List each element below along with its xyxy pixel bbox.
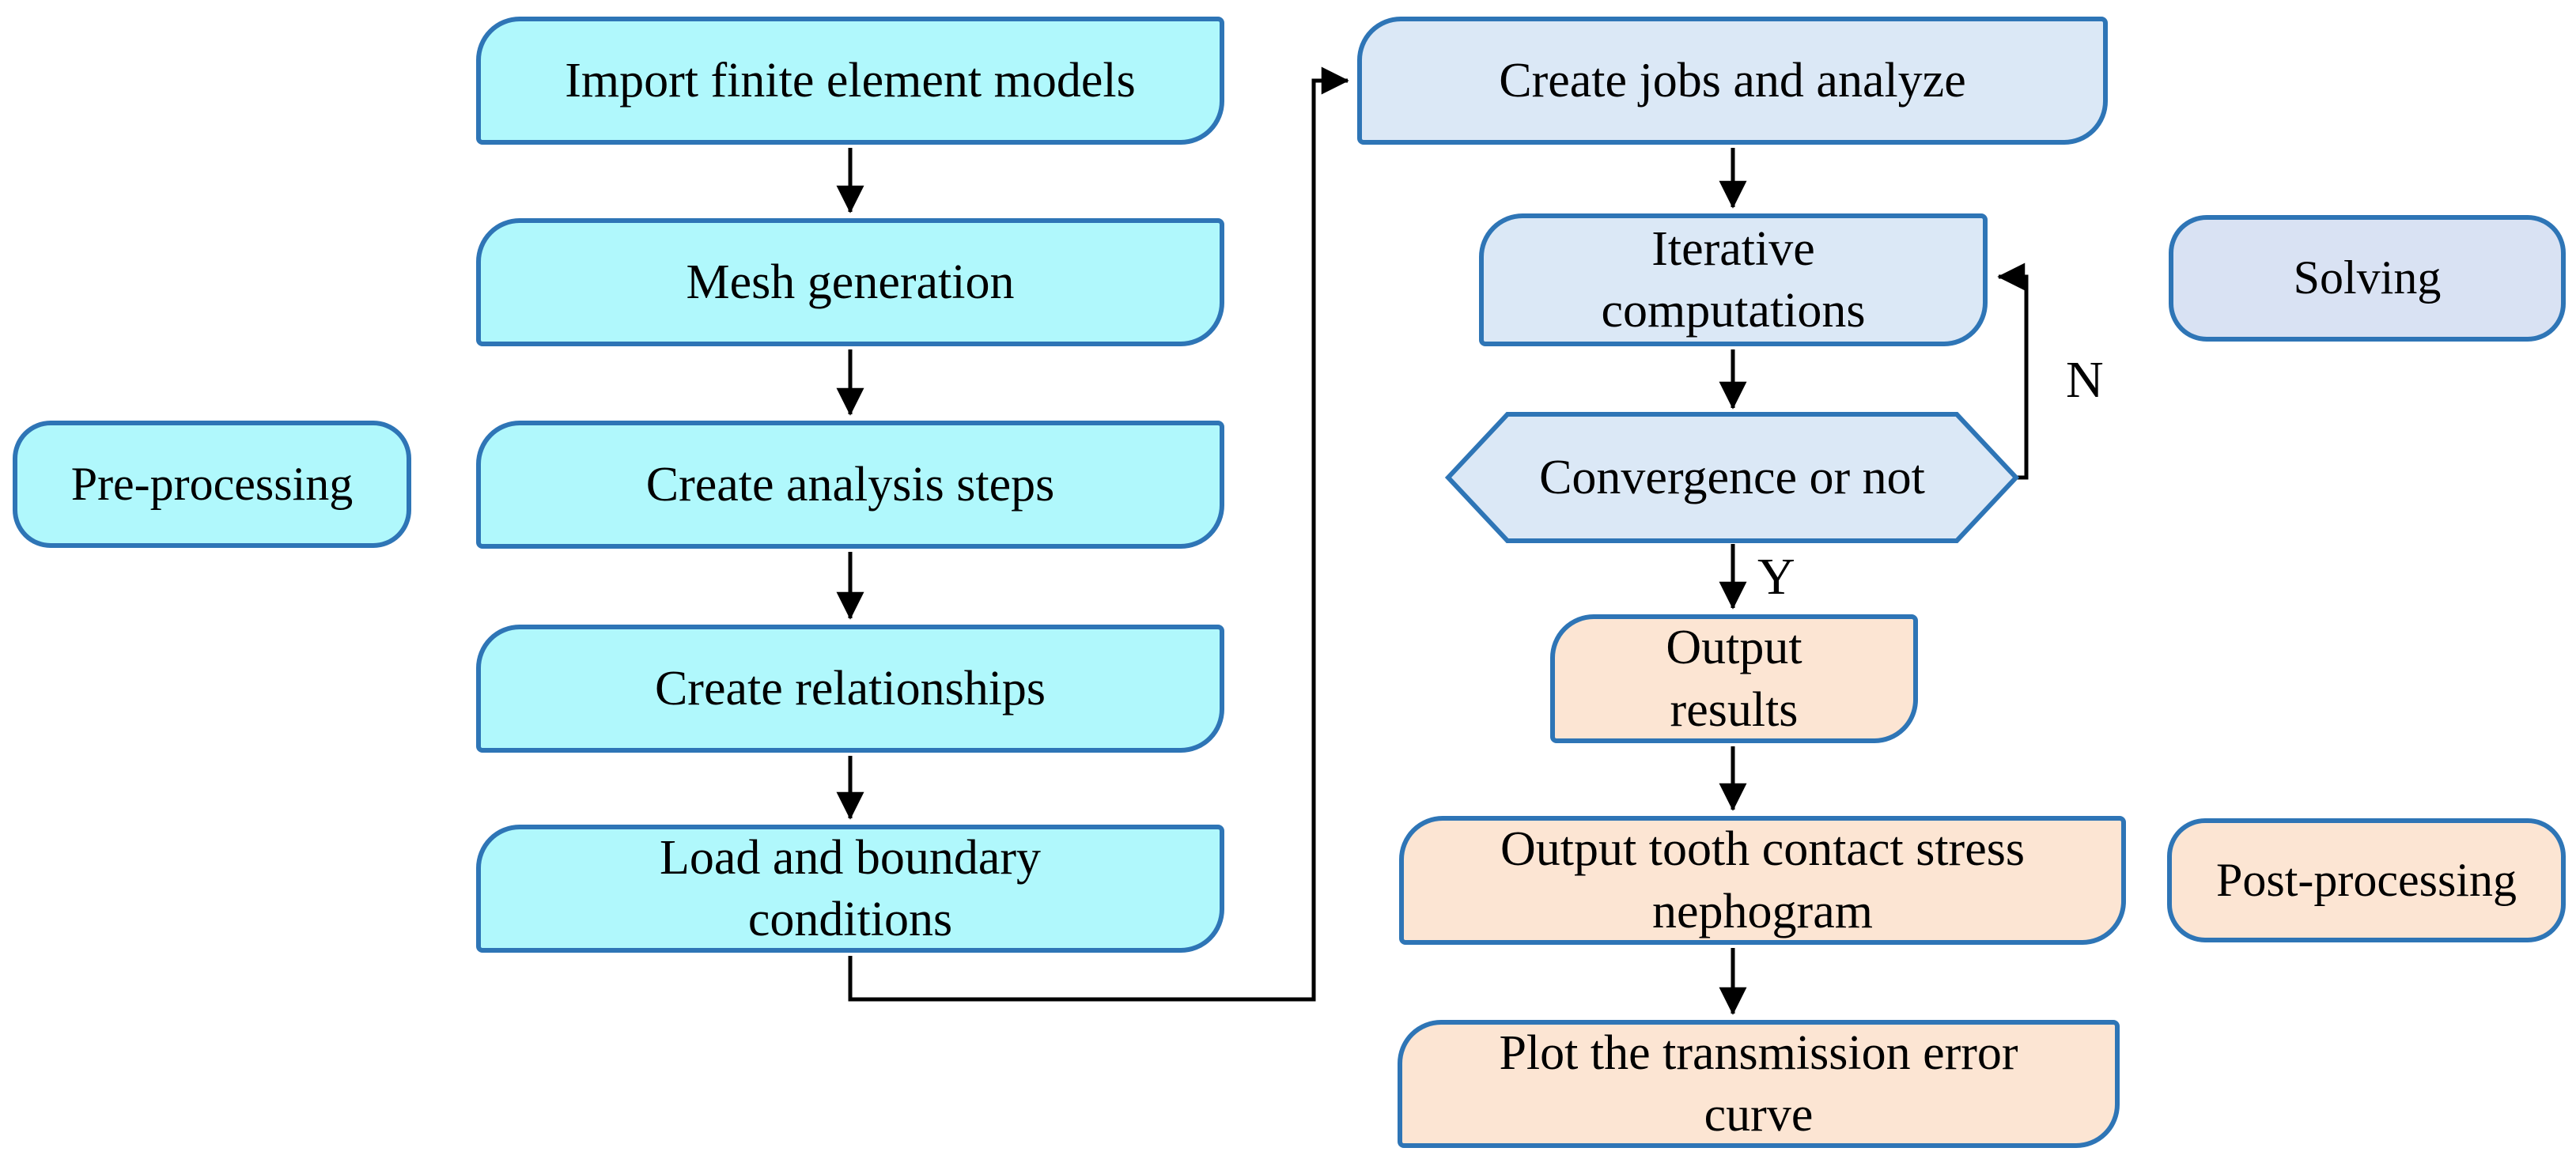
node-plot-te-curve-label: Plot the transmission error curve — [1499, 1025, 2018, 1142]
node-import-models-label: Import finite element models — [565, 53, 1136, 108]
node-create-jobs-label: Create jobs and analyze — [1499, 53, 1966, 108]
phase-post-processing: Post-processing — [2167, 818, 2566, 942]
node-output-results: Output results — [1550, 614, 1918, 743]
node-output-nephogram-label: Output tooth contact stress nephogram — [1500, 822, 2025, 938]
decision-convergence-label: Convergence or not — [1539, 450, 1925, 504]
branch-label-no: N — [2066, 351, 2104, 409]
branch-label-yes: Y — [1757, 548, 1795, 606]
connector-convergence-no-loop — [1997, 262, 2029, 480]
node-create-jobs: Create jobs and analyze — [1357, 17, 2108, 145]
node-mesh-generation-label: Mesh generation — [686, 255, 1015, 309]
node-iterative-computations-label: Iterative computations — [1601, 221, 1866, 338]
node-load-boundary-label: Load and boundary conditions — [659, 830, 1042, 946]
node-output-results-label: Output results — [1666, 621, 1802, 737]
phase-post-processing-label: Post-processing — [2216, 853, 2517, 906]
node-create-relationships: Create relationships — [476, 625, 1224, 753]
phase-pre-processing: Pre-processing — [13, 421, 411, 548]
node-mesh-generation: Mesh generation — [476, 218, 1224, 346]
decision-convergence-shape — [1444, 412, 2020, 543]
node-create-relationships-label: Create relationships — [654, 661, 1046, 716]
phase-solving: Solving — [2169, 215, 2566, 342]
phase-solving-label: Solving — [2293, 251, 2442, 304]
node-import-models: Import finite element models — [476, 17, 1224, 145]
node-create-analysis-steps-label: Create analysis steps — [645, 457, 1055, 512]
node-create-analysis-steps: Create analysis steps — [476, 421, 1224, 549]
node-iterative-computations: Iterative computations — [1479, 213, 1988, 346]
node-plot-te-curve: Plot the transmission error curve — [1398, 1020, 2120, 1148]
connector-load-to-create-jobs — [848, 66, 1349, 1002]
decision-convergence: Convergence or not — [1448, 414, 2016, 541]
node-output-nephogram: Output tooth contact stress nephogram — [1399, 816, 2126, 945]
node-load-boundary: Load and boundary conditions — [476, 825, 1224, 953]
phase-pre-processing-label: Pre-processing — [70, 457, 354, 510]
